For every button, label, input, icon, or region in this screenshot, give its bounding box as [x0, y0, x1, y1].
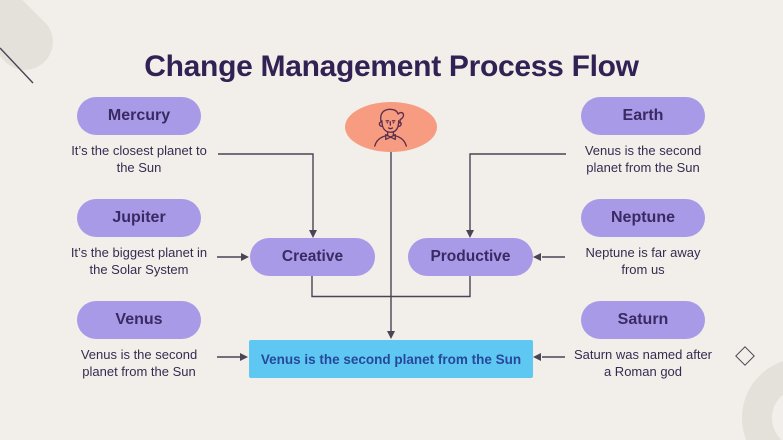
ring-shape	[742, 358, 783, 440]
arrow-left-icon	[533, 353, 541, 361]
desc-jupiter: It’s the biggest planet in the Solar Sys…	[70, 245, 208, 277]
diamond-icon	[735, 346, 755, 366]
node-earth: Earth	[581, 97, 705, 135]
arrow-right-icon	[241, 253, 249, 261]
persona-node	[345, 102, 437, 152]
node-neptune: Neptune	[581, 199, 705, 237]
arrow-down-icon	[466, 230, 474, 238]
person-icon	[374, 108, 407, 147]
arrow-left-icon	[533, 253, 541, 261]
arrow-right-icon	[240, 353, 248, 361]
node-saturn: Saturn	[581, 301, 705, 339]
desc-neptune: Neptune is far away from us	[585, 245, 701, 277]
desc-venus: Venus is the second planet from the Sun	[80, 347, 198, 379]
connector-stages-join	[311, 276, 471, 298]
result-box: Venus is the second planet from the Sun	[249, 340, 533, 378]
connector-mercury-creative	[218, 153, 314, 231]
arrow-down-icon	[387, 331, 395, 339]
node-creative: Creative	[250, 238, 375, 276]
desc-saturn: Saturn was named after a Roman god	[573, 347, 713, 379]
desc-mercury: It’s the closest planet to the Sun	[71, 143, 207, 175]
node-jupiter: Jupiter	[77, 199, 201, 237]
node-productive: Productive	[408, 238, 533, 276]
arrow-down-icon	[309, 230, 317, 238]
slide-title: Change Management Process Flow	[144, 50, 639, 83]
connector-earth-productive	[469, 153, 566, 231]
desc-earth: Venus is the second planet from the Sun	[584, 143, 702, 175]
node-mercury: Mercury	[77, 97, 201, 135]
node-venus: Venus	[77, 301, 201, 339]
